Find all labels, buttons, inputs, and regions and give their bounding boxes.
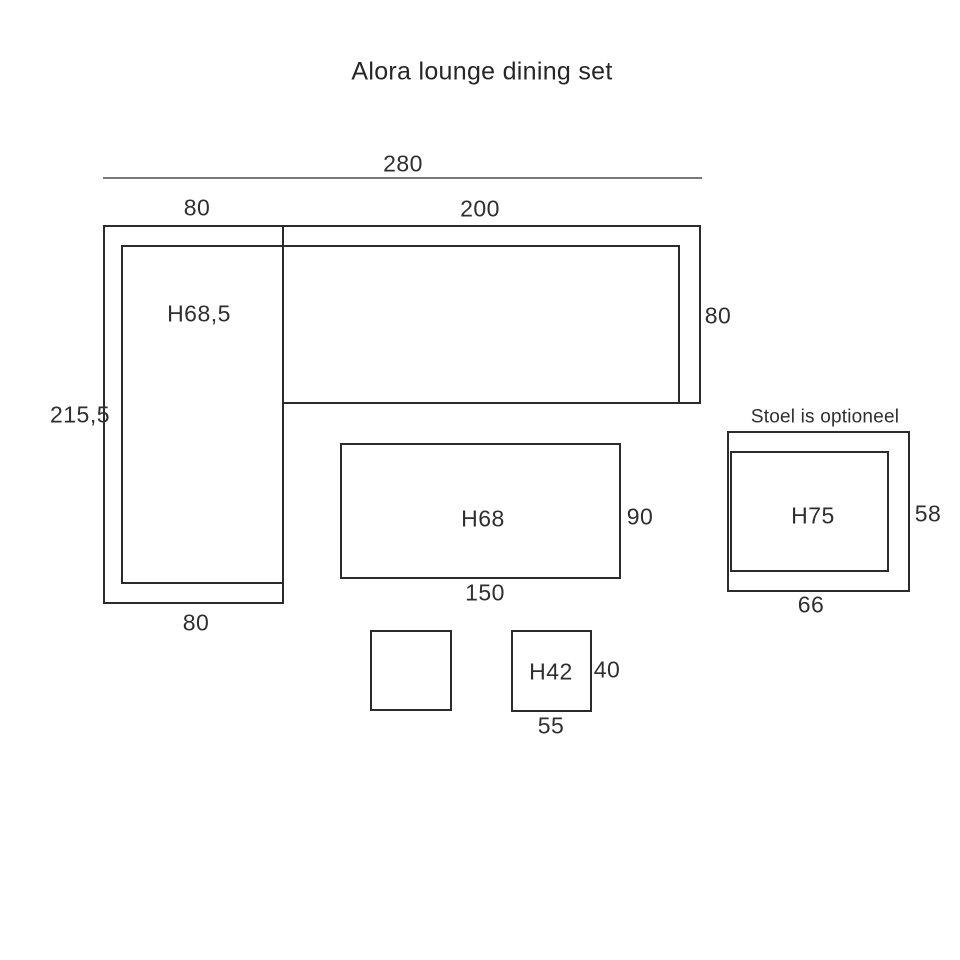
dim-label-sofa-total-width: 280 — [383, 150, 423, 177]
sofa-height-label: H68,5 — [167, 300, 231, 327]
dim-label-sofa-chaise-width: 200 — [460, 195, 500, 222]
chair-outline — [727, 431, 910, 592]
chair-seat-outline — [730, 451, 889, 572]
sofa-chaise-cushion-outline — [282, 245, 680, 404]
dim-label-table-depth: 90 — [626, 503, 654, 530]
sofa-chaise-section-outline — [282, 225, 701, 404]
dim-label-table-width: 150 — [465, 579, 505, 606]
dim-label-chair-depth: 58 — [914, 500, 942, 527]
dim-label-sofa-total-depth: 215,5 — [49, 401, 111, 428]
table-outline — [340, 443, 621, 579]
dim-label-chair-width: 66 — [797, 591, 825, 618]
footstool-height-label: H42 — [529, 658, 573, 685]
dim-label-sofa-chaise-depth: 80 — [704, 302, 732, 329]
dim-label-footstool-width: 55 — [537, 712, 565, 739]
page-title: Alora lounge dining set — [351, 57, 613, 86]
dim-label-footstool-depth: 40 — [593, 656, 621, 683]
footstool-left-outline — [370, 630, 452, 711]
chair-optional-note: Stoel is optioneel — [750, 406, 900, 428]
sofa-left-cushion-outline — [121, 245, 284, 584]
sofa-left-section-outline — [103, 225, 284, 604]
chair-height-label: H75 — [791, 502, 835, 529]
dim-label-sofa-left-width: 80 — [183, 194, 211, 221]
footstool-right-outline — [511, 630, 592, 712]
dim-label-sofa-left-bottom-width: 80 — [182, 609, 210, 636]
table-height-label: H68 — [461, 505, 505, 532]
